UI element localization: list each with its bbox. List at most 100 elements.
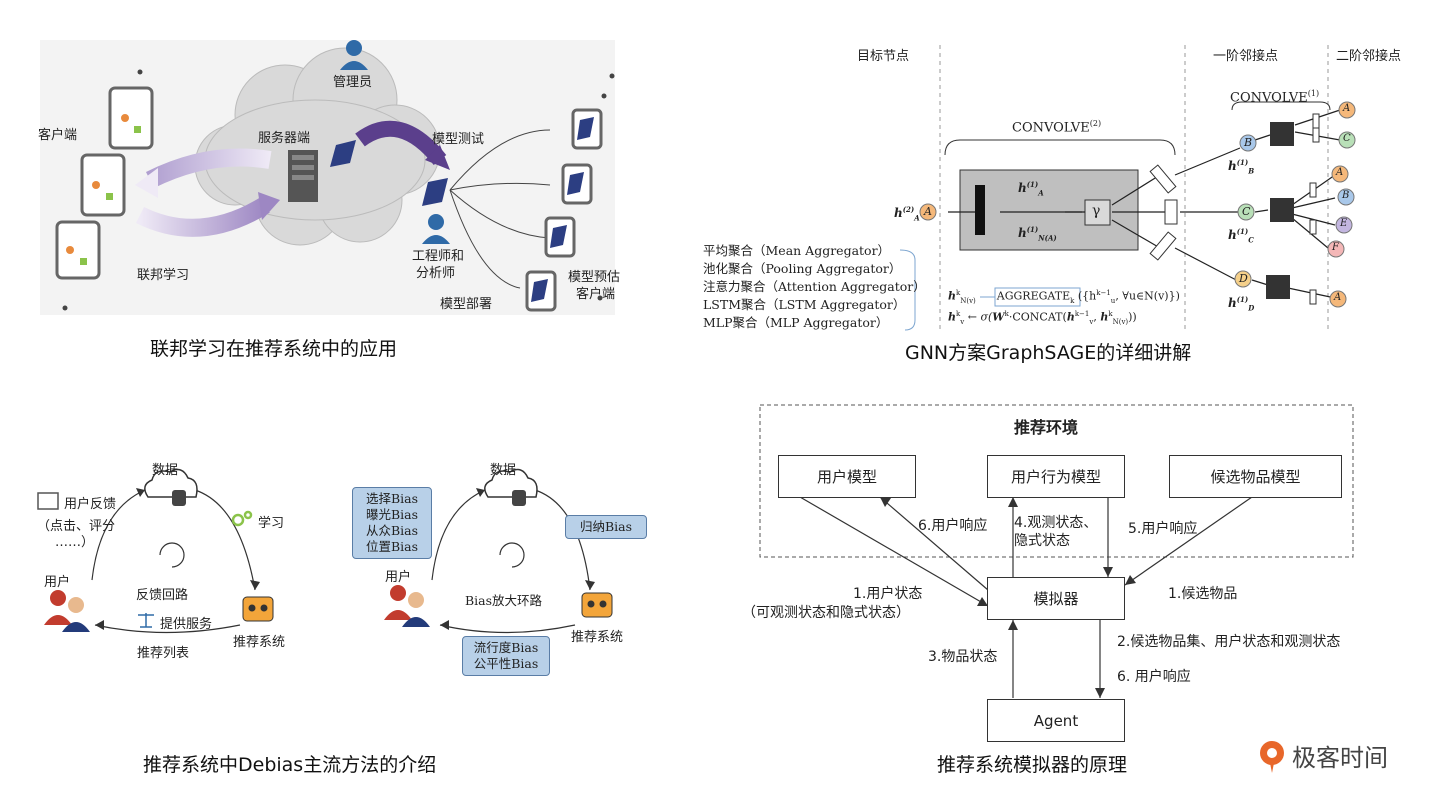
deployed-model-icon (422, 178, 448, 206)
gear-icon (231, 510, 253, 527)
env-title: 推荐环境 (1014, 418, 1079, 437)
agg-mlp: MLP聚合（MLP Aggregator） (703, 315, 889, 330)
engineer-label-2: 分析师 (416, 266, 456, 281)
distribute-arrow (145, 148, 272, 189)
agent-box: Agent (987, 699, 1125, 742)
bias-box-inductive: 归纳Bias (565, 515, 647, 539)
node-a3-label: A (1336, 167, 1344, 178)
admin-label: 管理员 (333, 75, 373, 90)
gnn-graphic (899, 45, 1356, 331)
reclist-label: 推荐列表 (137, 646, 190, 661)
brand-name: 极客时间 (1292, 744, 1388, 772)
simulator-box: 模拟器 (987, 577, 1125, 620)
agg-lstm: LSTM聚合（LSTM Aggregator） (703, 297, 906, 312)
user-avatar-icon (44, 585, 430, 632)
col-target-label: 目标节点 (857, 49, 910, 64)
client-tablet (55, 86, 154, 280)
upload-arrow (355, 120, 447, 166)
admin-icon (340, 40, 368, 70)
server-icon (288, 150, 318, 202)
user-label-right: 用户 (385, 570, 412, 585)
label-1-item: 1.候选物品 (1168, 586, 1238, 602)
h-a2-label: h(2)A (894, 205, 920, 223)
col-second-label: 二阶邻接点 (1336, 49, 1402, 64)
server-label: 服务器端 (258, 131, 311, 146)
bias-box-selection: 选择Bias 曝光Bias 从众Bias 位置Bias (352, 487, 432, 559)
agg-pooling: 池化聚合（Pooling Aggregator） (703, 261, 902, 276)
label-1-state-detail: （可观测状态和隐式状态） (742, 605, 910, 621)
agg-attention: 注意力聚合（Attention Aggregator） (703, 279, 926, 294)
node-c-label: C (1242, 205, 1251, 218)
aggregate-arrow (135, 197, 270, 237)
client-label: 客户端 (38, 128, 78, 143)
data-label-right: 数据 (490, 463, 517, 478)
gamma-label: γ (1092, 203, 1101, 219)
engineer-icon (422, 214, 450, 244)
recsys-label-right: 推荐系统 (571, 630, 624, 645)
node-b-label: B (1244, 136, 1253, 149)
label-4-a: 4.观测状态、 (1014, 515, 1098, 531)
fl-graphic (40, 40, 615, 315)
node-d-label: D (1239, 272, 1248, 285)
debias-graphic (37, 468, 613, 634)
user-model-box: 用户模型 (778, 455, 916, 498)
caption-debias: 推荐系统中Debias主流方法的介绍 (143, 754, 437, 776)
feedback-detail-2: ……） (55, 535, 95, 550)
gamma-box (1084, 199, 1111, 226)
loop-label: 反馈回路 (136, 588, 189, 603)
node-e-label: E (1340, 218, 1348, 229)
user-label-left: 用户 (44, 575, 71, 590)
formula-concat: hkv ← σ(Wk·CONCAT(hk−1v, hkN(v))) (948, 310, 1137, 326)
aggregator-list: 平均聚合（Mean Aggregator） 池化聚合（Pooling Aggre… (703, 242, 926, 332)
label-6-resp2: 6. 用户响应 (1117, 669, 1191, 685)
engineer-label-1: 工程师和 (412, 249, 465, 264)
h-d1-label: h(1)D (1228, 295, 1255, 313)
col-first-label: 一阶邻接点 (1213, 49, 1279, 64)
node-a2-label: A (1343, 103, 1351, 114)
node-b-first (1239, 134, 1257, 152)
label-1-state: 1.用户状态 (853, 586, 923, 602)
h-na1-label: h(1)N(A) (1018, 225, 1057, 243)
data-label-left: 数据 (152, 463, 179, 478)
learn-label: 学习 (258, 516, 285, 531)
node-c-first (1237, 203, 1255, 221)
env-dashed-box (759, 404, 1354, 558)
node-a-target (919, 203, 937, 221)
behavior-model-box: 用户行为模型 (987, 455, 1125, 498)
model-test-label: 模型测试 (432, 132, 485, 147)
service-label: 提供服务 (160, 617, 213, 632)
formula-aggregate: hkN(v) AGGREGATEk ({hk−1u, ∀u∈N(v)}) (948, 289, 1180, 305)
label-3: 3.物品状态 (928, 649, 998, 665)
h-a1-label: h(1)A (1018, 180, 1044, 198)
bias-box-popularity: 流行度Bias 公平性Bias (462, 636, 550, 676)
convolve1-label: CONVOLVE(1) (1230, 89, 1320, 106)
node-d-first (1234, 270, 1252, 288)
node-f-label: F (1332, 242, 1339, 253)
agg-mean: 平均聚合（Mean Aggregator） (703, 243, 891, 258)
predict-label-2: 客户端 (576, 287, 616, 302)
node-b2-label: B (1342, 190, 1350, 201)
h-c1-label: h(1)C (1228, 227, 1254, 245)
brand-logo-icon (1260, 740, 1284, 773)
label-4-b: 隐式状态 (1014, 533, 1070, 549)
label-6-resp: 6.用户响应 (918, 518, 988, 534)
fed-learning-label: 联邦学习 (137, 268, 190, 283)
caption-simulator: 推荐系统模拟器的原理 (937, 754, 1128, 776)
bias-loop-label: Bias放大环路 (465, 593, 543, 608)
h-b1-label: h(1)B (1228, 158, 1255, 176)
caption-federated: 联邦学习在推荐系统中的应用 (150, 338, 398, 360)
node-c2-label: C (1343, 133, 1351, 144)
feedback-icon (37, 492, 59, 510)
scales-icon (138, 613, 154, 628)
label-5-resp: 5.用户响应 (1128, 521, 1198, 537)
robot-icon (242, 592, 613, 622)
label-2: 2.候选物品集、用户状态和观测状态 (1117, 634, 1341, 650)
model-icon (330, 140, 356, 167)
brand-logo: 极客时间 (1258, 738, 1388, 773)
data-cloud-icon (144, 468, 538, 498)
item-model-box: 候选物品模型 (1169, 455, 1342, 498)
predict-label-1: 模型预估 (568, 270, 621, 285)
feedback-label: 用户反馈 (64, 497, 117, 512)
caption-graphsage: GNN方案GraphSAGE的详细讲解 (905, 342, 1192, 364)
